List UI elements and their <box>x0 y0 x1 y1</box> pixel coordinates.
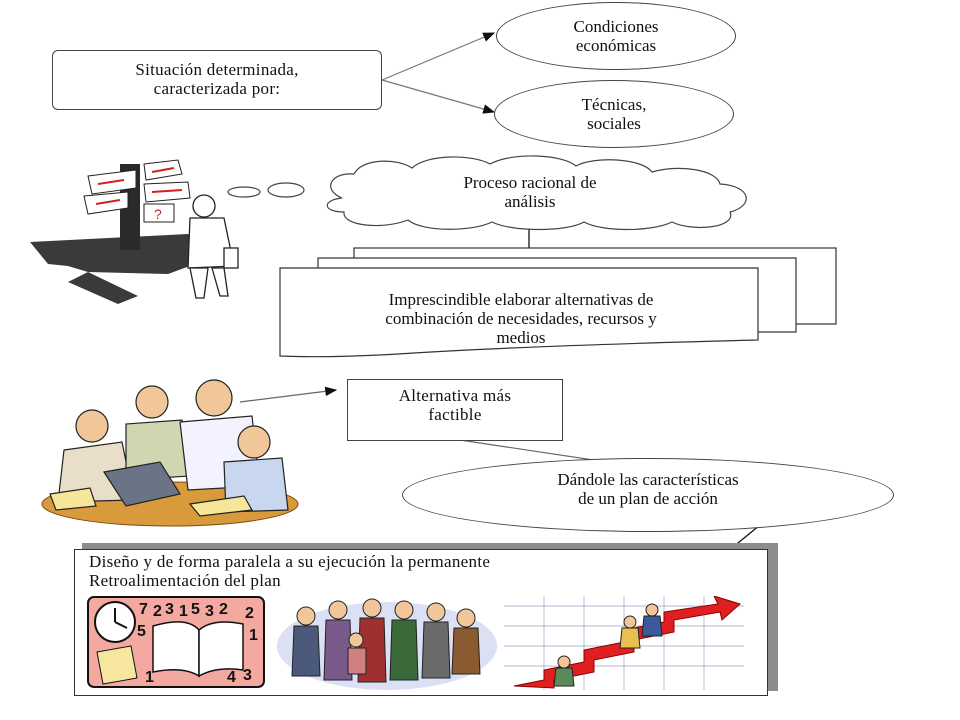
clip-num-11: 1 <box>145 669 154 686</box>
clip-num-5: 3 <box>205 603 214 620</box>
stacked-pages <box>279 247 837 358</box>
clip-num-8: 2 <box>245 605 254 622</box>
plan-line2: de un plan de acción <box>578 489 718 508</box>
clip-num-7: 5 <box>137 623 146 640</box>
economic-line2: económicas <box>575 36 657 55</box>
best-alternative-box: Alternativa más factible <box>347 379 563 441</box>
clip-num-1: 2 <box>153 603 162 620</box>
crowd-clipart <box>277 598 497 690</box>
technical-social-ellipse: Técnicas, sociales <box>494 80 734 148</box>
process-line2: análisis <box>504 192 556 211</box>
alternatives-line1: Imprescindible elaborar alternativas de <box>388 290 654 309</box>
process-line1: Proceso racional de <box>463 173 597 192</box>
clip-num-4: 5 <box>191 601 200 618</box>
process-text: Proceso racional de análisis <box>380 173 680 211</box>
situation-line1: Situación determinada, <box>135 60 299 79</box>
best-alternative-line1: Alternativa más <box>398 386 512 405</box>
plan-line1: Dándole las características <box>557 470 739 489</box>
arrow-team-to-best <box>239 386 338 403</box>
signpost-thinker-clipart: ? <box>30 159 239 304</box>
thought-cloud <box>227 155 747 231</box>
situation-box: Situación determinada, caracterizada por… <box>52 50 382 110</box>
plan-characteristics-ellipse: Dándole las características de un plan d… <box>402 458 894 532</box>
sign-question-mark: ? <box>154 206 162 222</box>
alternatives-line3: medios <box>496 328 546 347</box>
design-line1: Diseño y de forma paralela a su ejecució… <box>89 552 491 571</box>
economic-conditions-ellipse: Condiciones económicas <box>496 2 736 70</box>
clip-num-12: 4 <box>227 669 236 686</box>
alternatives-text: Imprescindible elaborar alternativas de … <box>284 290 758 347</box>
clip-num-10: 3 <box>243 667 252 684</box>
clip-num-2: 3 <box>165 601 174 618</box>
situation-line2: caracterizada por: <box>153 79 281 98</box>
design-line2: Retroalimentación del plan <box>89 571 281 590</box>
growth-stairs-clipart <box>504 596 744 690</box>
alternatives-line2: combinación de necesidades, recursos y <box>385 309 657 328</box>
arrow-to-technical <box>381 79 496 114</box>
clip-num-9: 1 <box>249 627 258 644</box>
clip-num-3: 1 <box>179 603 188 620</box>
technical-line1: Técnicas, <box>581 95 647 114</box>
clock-book-clipart: 7 2 3 1 5 3 2 5 2 1 3 1 4 <box>87 596 265 688</box>
team-meeting-clipart <box>41 379 299 527</box>
clip-num-0: 7 <box>139 601 148 618</box>
economic-line1: Condiciones <box>573 17 659 36</box>
best-alternative-line2: factible <box>428 405 482 424</box>
technical-line2: sociales <box>587 114 641 133</box>
arrow-to-economic <box>381 32 496 81</box>
clip-num-6: 2 <box>219 601 228 618</box>
